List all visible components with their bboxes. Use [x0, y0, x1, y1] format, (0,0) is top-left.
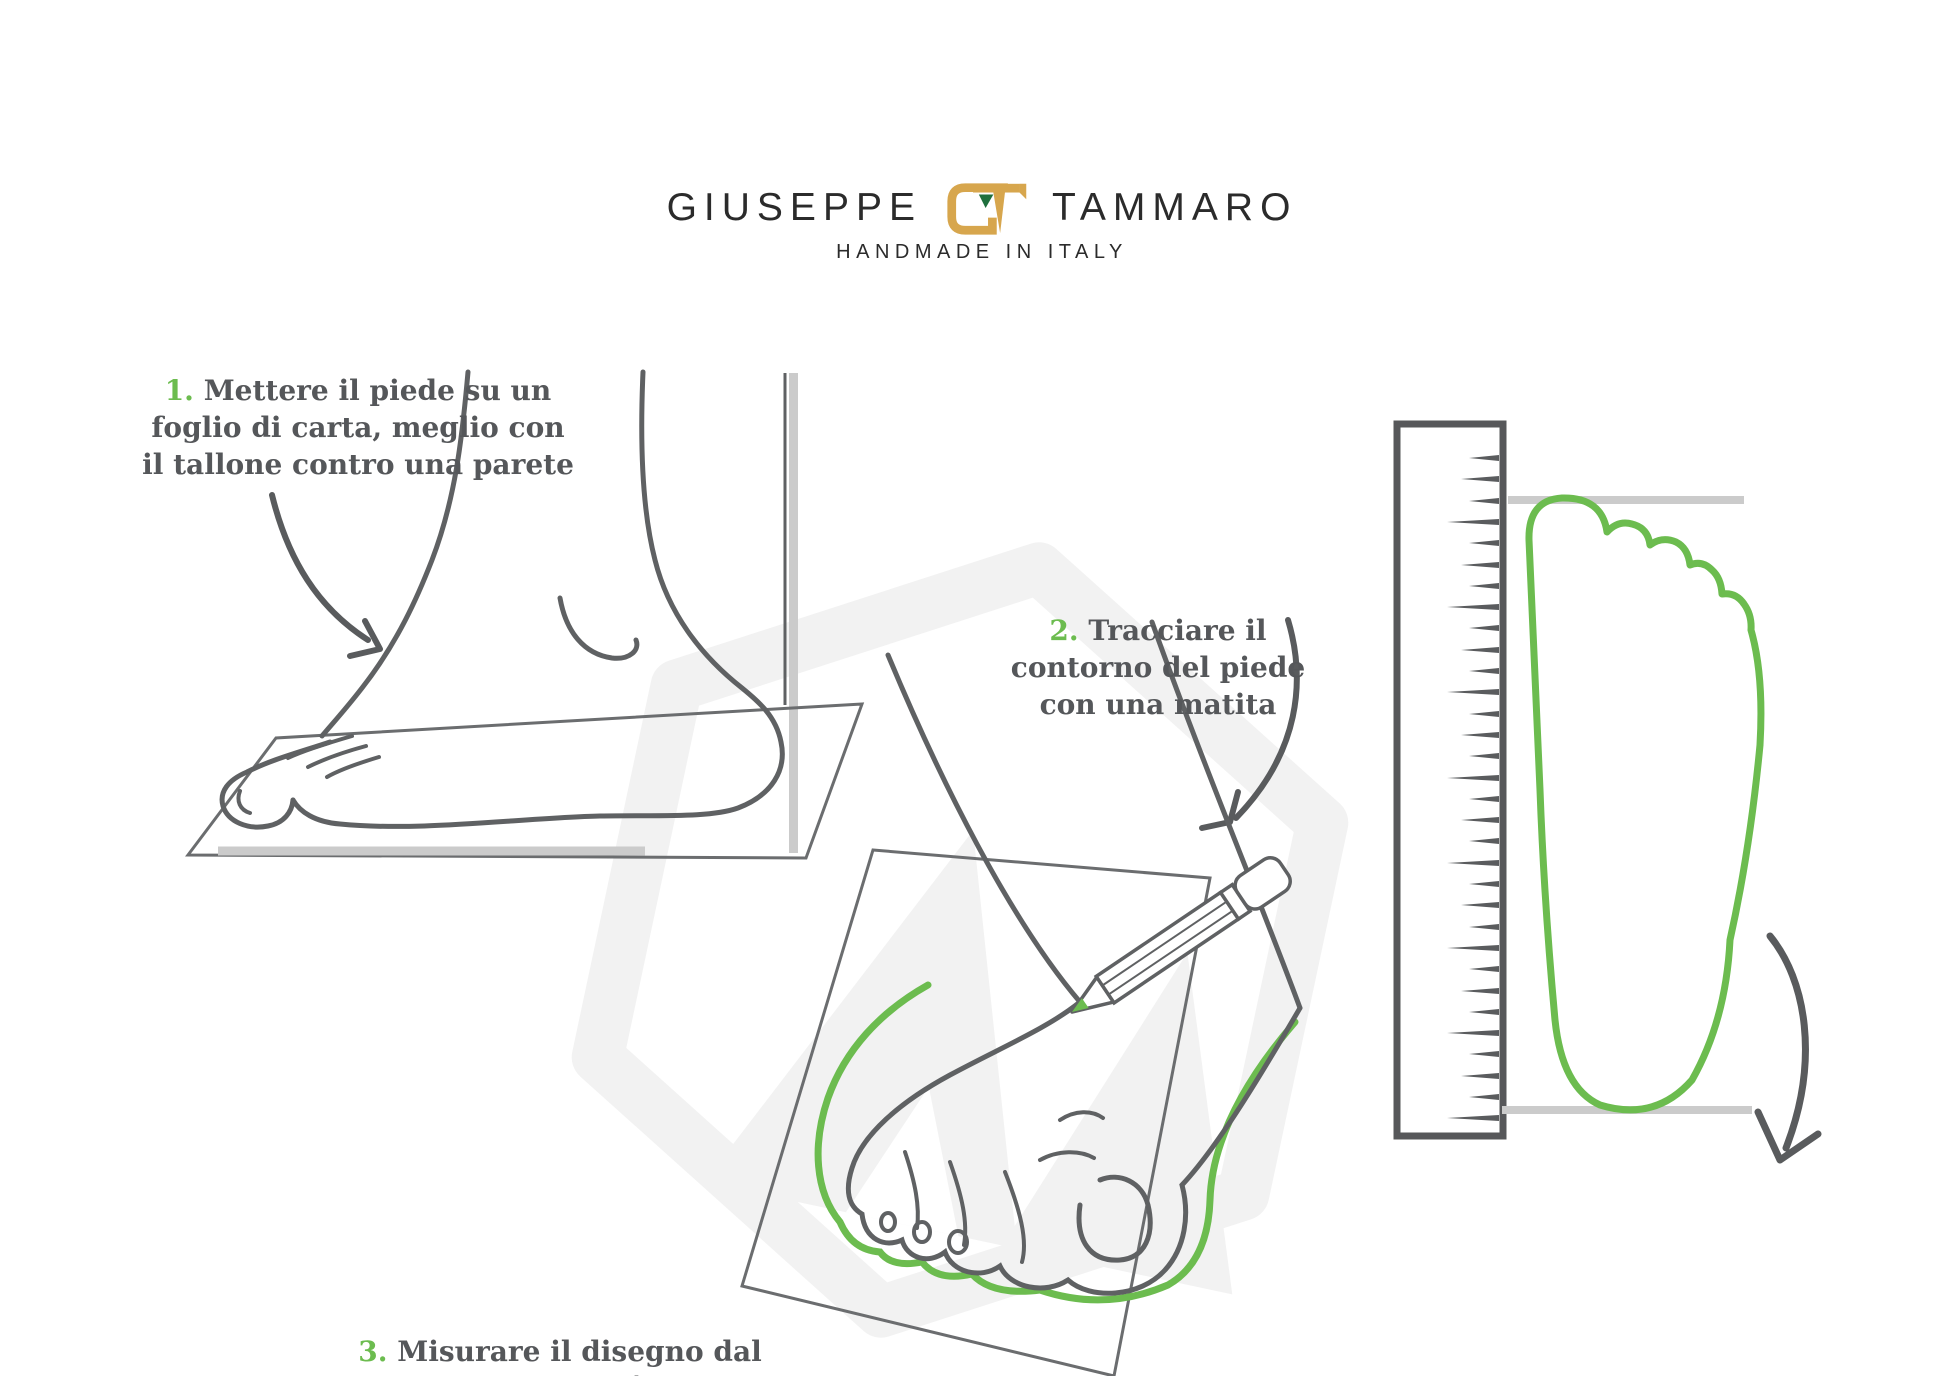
step-3-number: 3. [358, 1335, 388, 1368]
step-2-number: 2. [1049, 614, 1079, 647]
brand-name-left: GIUSEPPE [666, 186, 922, 229]
ruler-footprint-illustration [1393, 420, 1822, 1164]
brand-logo: GIUSEPPE TAMMARO [667, 176, 1298, 240]
foot-top-outline [845, 619, 1303, 1296]
brand-name-right: TAMMARO [1051, 186, 1298, 229]
green-footprint-outline [1525, 494, 1765, 1114]
foot-side-view-illustration [185, 369, 865, 860]
toe-guide-line [1508, 496, 1744, 504]
step-2-caption: 2. Tracciare il contorno del piede con u… [1010, 614, 1306, 721]
brand-monogram-icon [947, 183, 1027, 235]
brand-tagline: HANDMADE IN ITALY [836, 241, 1128, 263]
step-1-caption: 1. Mettere il piede su un foglio di cart… [142, 374, 574, 481]
step-1-number: 1. [164, 374, 194, 407]
paper-sheet [740, 848, 1212, 1376]
paper-sheet [185, 702, 865, 860]
step-3-caption: 3. Misurare il disegno dal tallone al di… [358, 1335, 762, 1376]
pencil-icon [1070, 856, 1292, 1014]
curved-arrow-icon [269, 492, 383, 659]
curved-arrow-icon [1754, 932, 1822, 1164]
curved-arrow-icon [1199, 617, 1300, 831]
traced-green-outline [814, 981, 1299, 1304]
ruler-ticks [1447, 455, 1499, 1121]
foot-tracing-illustration [740, 617, 1303, 1376]
foot-outline [219, 369, 785, 830]
